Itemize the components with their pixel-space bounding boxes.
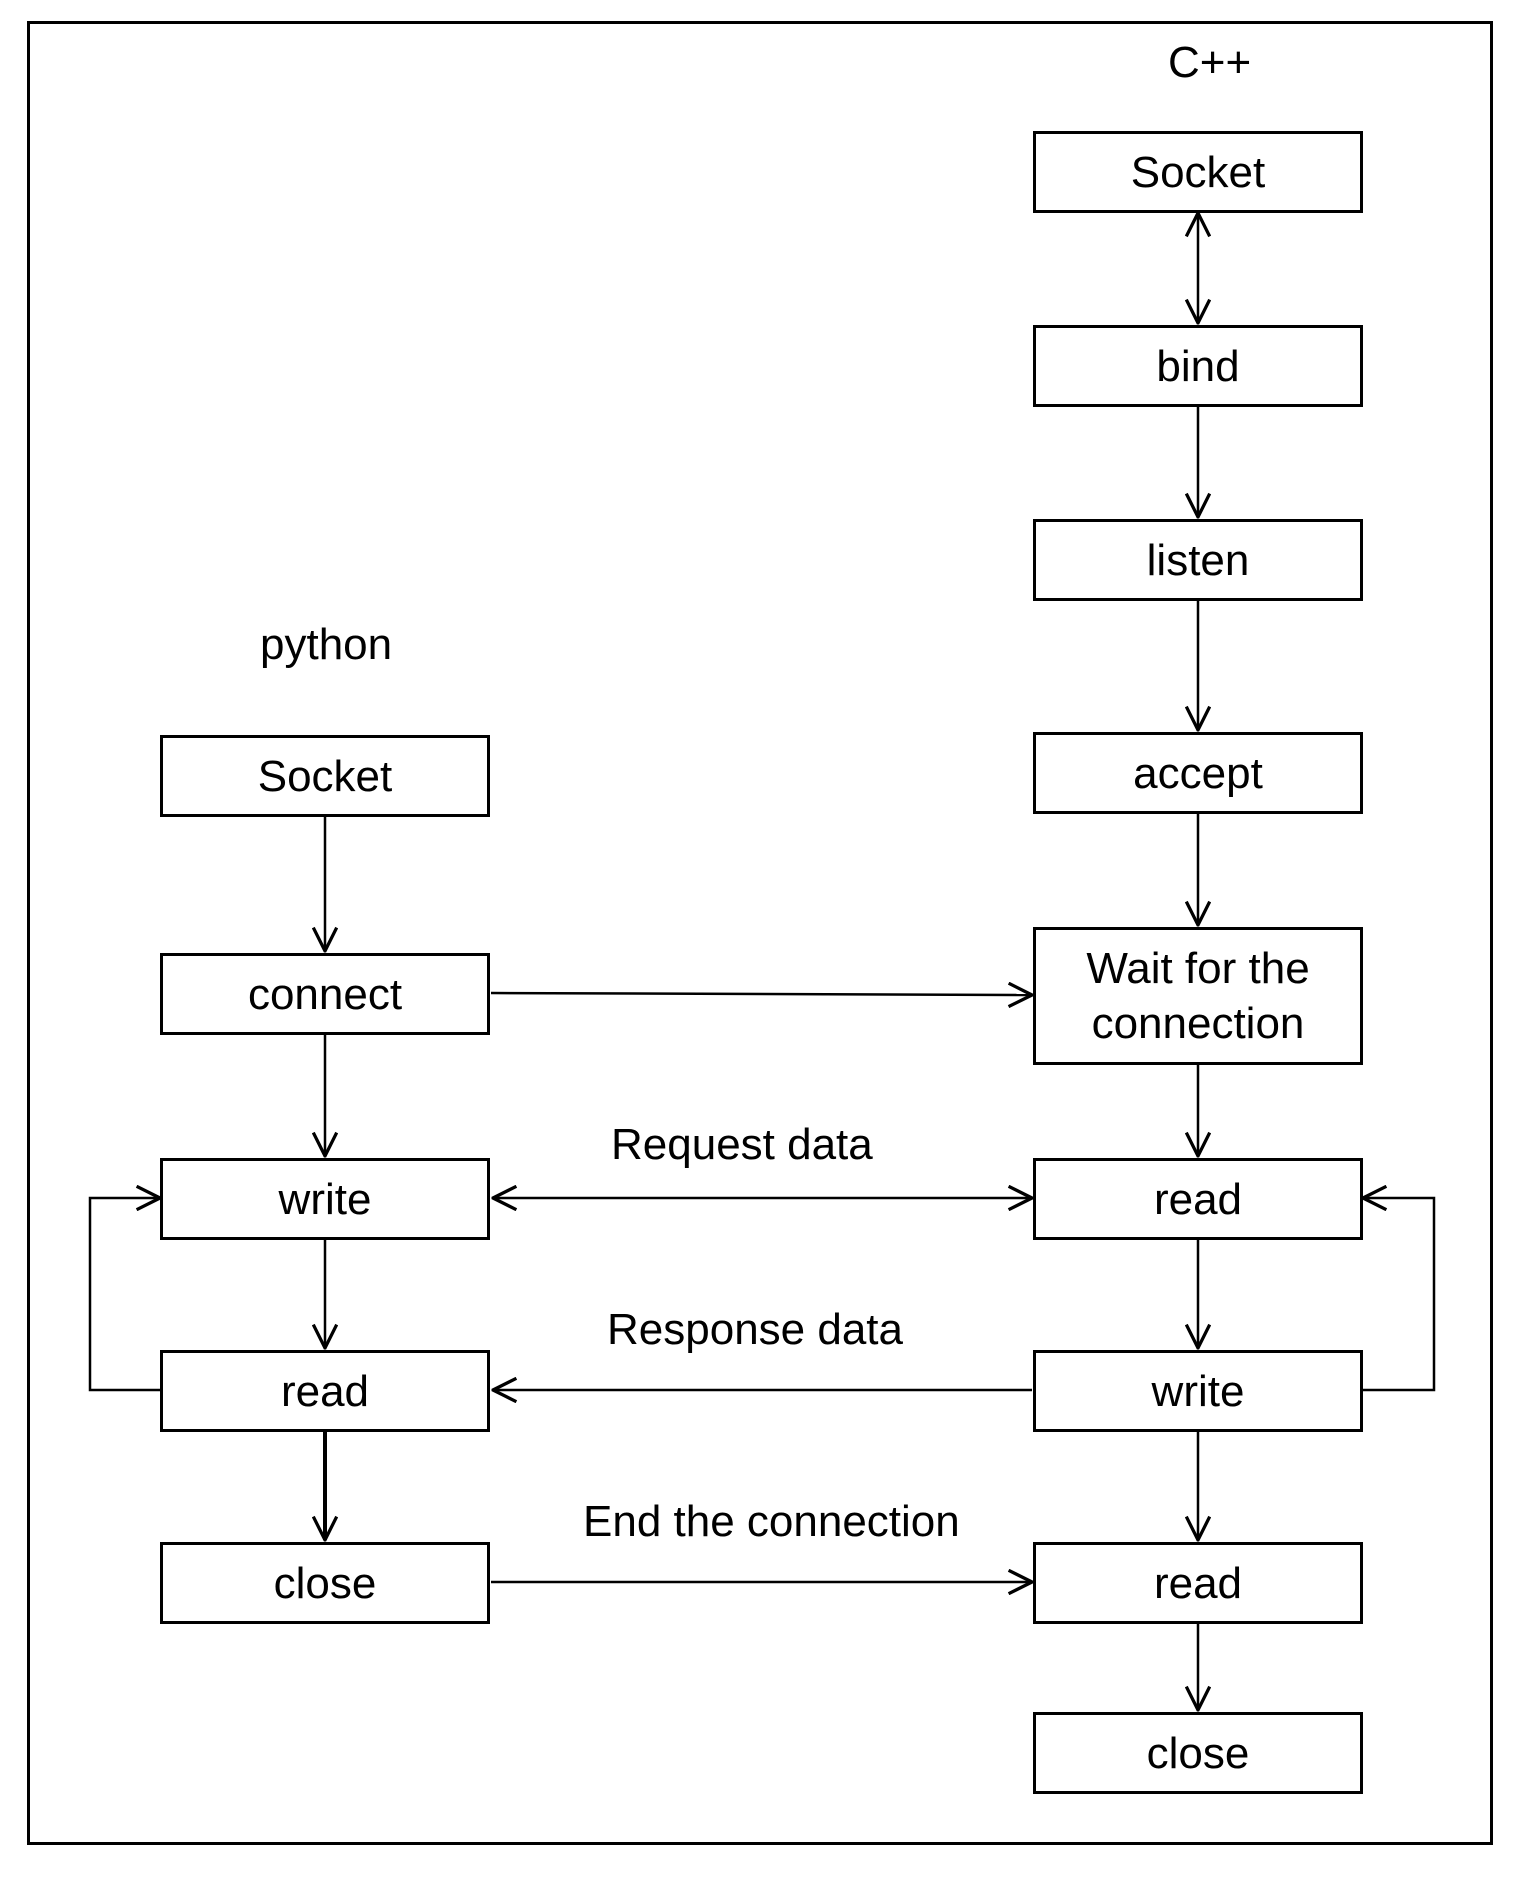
lane-title-python: python	[260, 620, 393, 669]
lane-title-cpp: C++	[1168, 38, 1252, 87]
python-write-box: write	[160, 1158, 490, 1240]
python-socket-box: Socket	[160, 735, 490, 817]
cpp-write-label: write	[1151, 1366, 1245, 1416]
diagram-frame	[27, 21, 1493, 1845]
cpp-listen-box: listen	[1033, 519, 1363, 601]
loop-python-read-to-write	[88, 1198, 160, 1392]
cpp-listen-label: listen	[1146, 535, 1250, 585]
cpp-socket-label: Socket	[1130, 147, 1266, 197]
cpp-close-label: close	[1146, 1728, 1250, 1778]
cpp-bind-label: bind	[1156, 341, 1240, 391]
cpp-bind-box: bind	[1033, 325, 1363, 407]
cpp-read2-label: read	[1153, 1558, 1243, 1608]
python-close-label: close	[273, 1558, 377, 1608]
cpp-wait-line1: Wait for the	[1086, 944, 1310, 993]
cpp-wait-box: Wait for the connection	[1033, 927, 1363, 1065]
python-read-box: read	[160, 1350, 490, 1432]
python-connect-label: connect	[247, 969, 403, 1019]
python-connect-box: connect	[160, 953, 490, 1035]
message-response-data: Response data	[607, 1305, 903, 1354]
cpp-accept-label: accept	[1133, 748, 1263, 798]
loop-cpp-write-to-read	[1363, 1198, 1436, 1392]
cpp-write-box: write	[1033, 1350, 1363, 1432]
cpp-read2-box: read	[1033, 1542, 1363, 1624]
python-close-box: close	[160, 1542, 490, 1624]
cpp-socket-box: Socket	[1033, 131, 1363, 213]
arrow-connect-to-wait	[490, 993, 1032, 995]
cpp-read-box: read	[1033, 1158, 1363, 1240]
cpp-read-label: read	[1153, 1174, 1243, 1224]
python-write-label: write	[278, 1174, 372, 1224]
cpp-accept-box: accept	[1033, 732, 1363, 814]
python-socket-label: Socket	[257, 751, 393, 801]
cpp-wait-label: Wait for the connection	[1086, 941, 1309, 1051]
cpp-close-box: close	[1033, 1712, 1363, 1794]
message-request-data: Request data	[611, 1120, 873, 1169]
message-end-connection: End the connection	[583, 1497, 960, 1546]
cpp-wait-line2: connection	[1091, 999, 1305, 1048]
python-read-label: read	[280, 1366, 370, 1416]
